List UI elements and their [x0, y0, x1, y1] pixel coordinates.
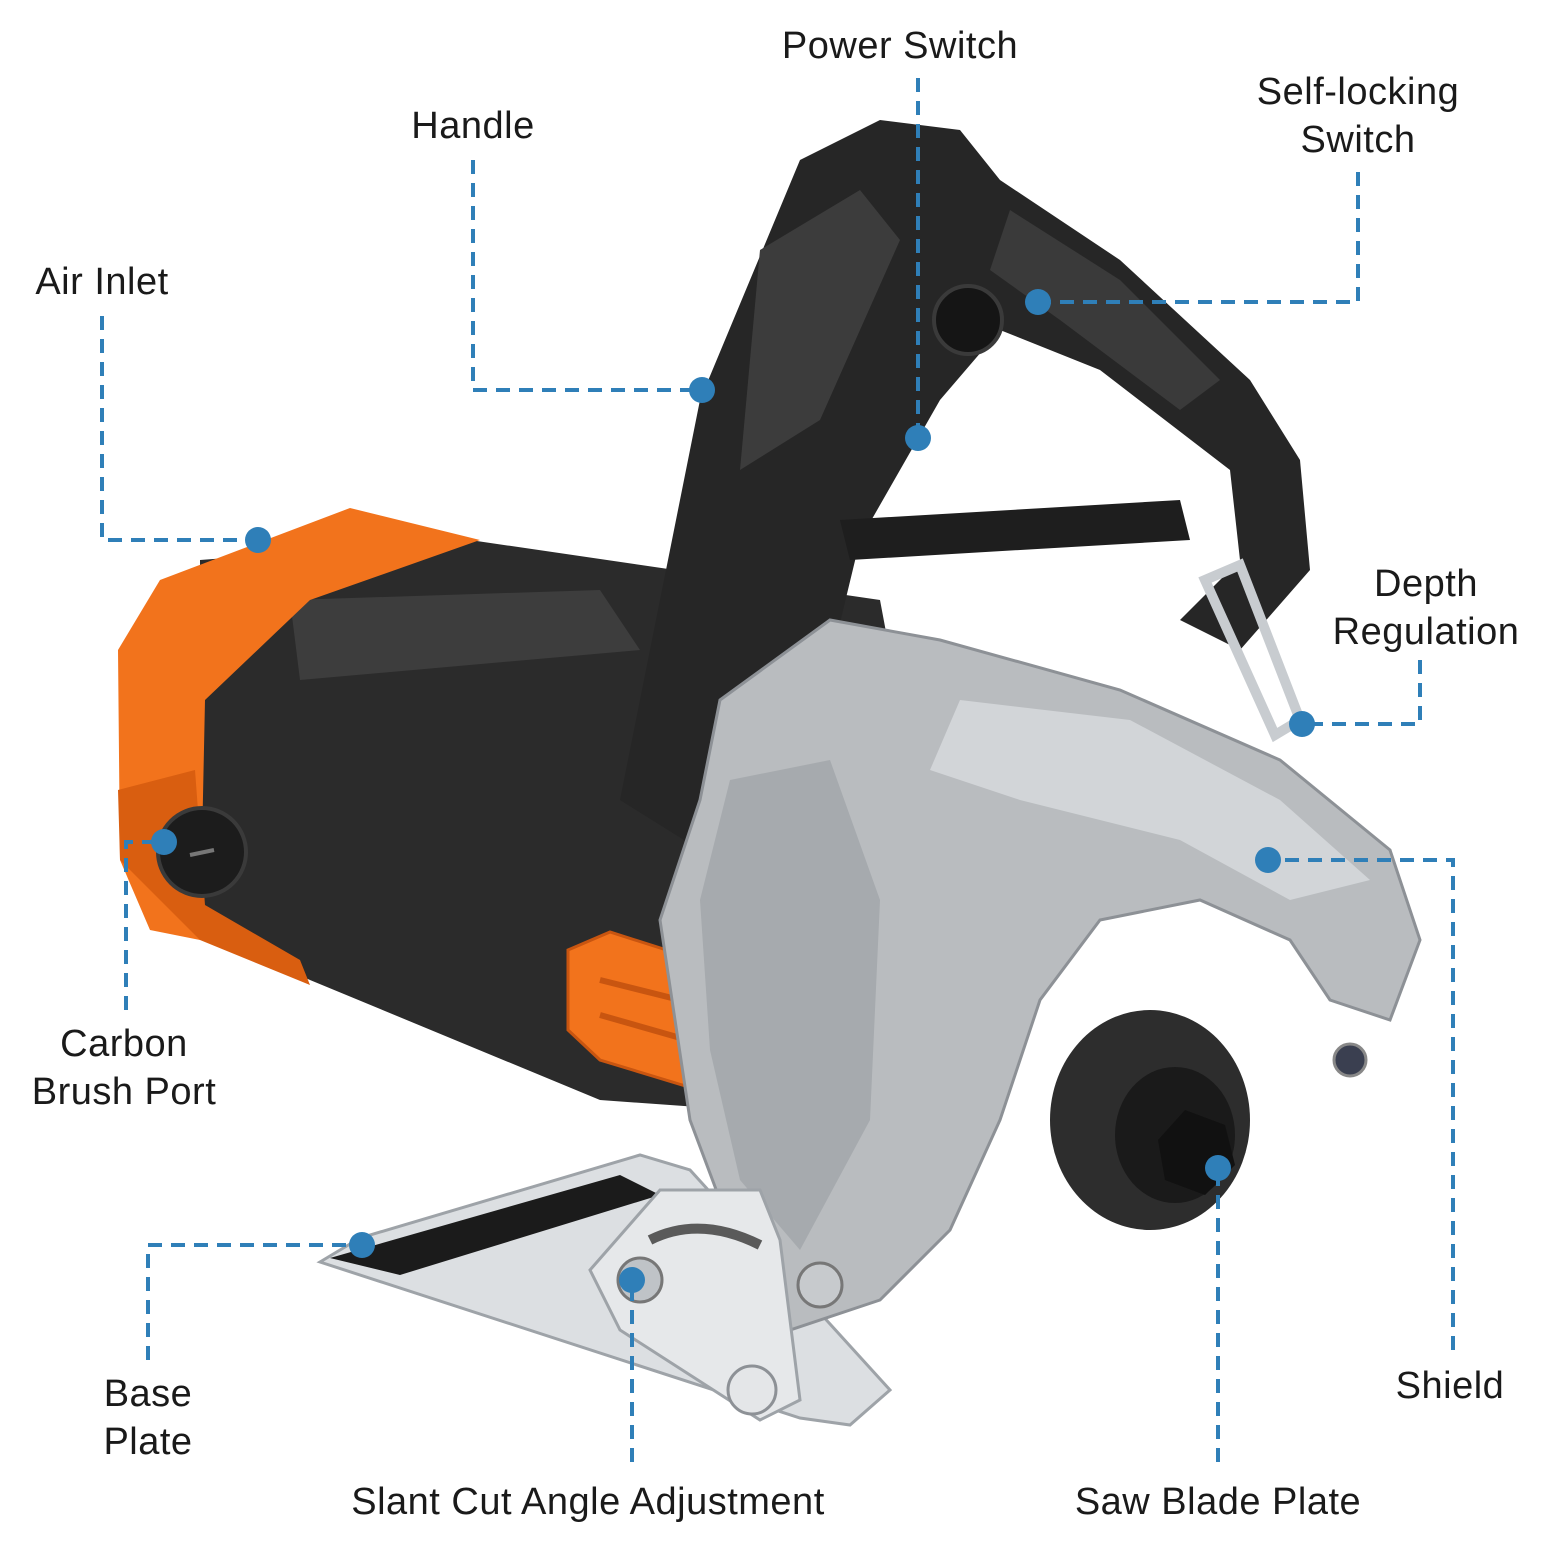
- handle-crossbar: [840, 500, 1190, 560]
- handle-grip-highlight: [740, 190, 900, 470]
- handle-marker-dot: [689, 377, 715, 403]
- housing-front-face: [700, 760, 880, 1250]
- base-plate-label-line: Base: [103, 1373, 193, 1415]
- shield-leader-line: [1268, 858, 1455, 1350]
- depth-regulation-leader-line: [1302, 660, 1422, 726]
- base-plate-shadow: [330, 1175, 660, 1275]
- angle-adjust-slot: [647, 1223, 763, 1250]
- plate-rivet: [726, 1364, 778, 1416]
- self-locking-switch-label-line: Switch: [1300, 119, 1416, 161]
- shield-marker-dot: [1255, 847, 1281, 873]
- saw-blade-plate-marker-dot: [1205, 1155, 1231, 1181]
- base-plate-label-line: Plate: [103, 1421, 193, 1463]
- air-inlet-marker-dot: [245, 527, 271, 553]
- base-plate-leader-line: [146, 1243, 362, 1360]
- angle-adjust-bracket: [588, 1188, 802, 1422]
- carbon-brush-slot: [189, 848, 215, 857]
- motor-body-highlight: [290, 590, 640, 680]
- air-inlet-leader-line: [100, 316, 258, 542]
- carbon-brush-port-label-line: Brush Port: [31, 1071, 217, 1113]
- shield-label: Shield: [1396, 1362, 1505, 1410]
- orange-end-cap: [118, 508, 480, 940]
- shield-label-line: Shield: [1395, 1365, 1505, 1407]
- carbon-brush-port-marker-dot: [151, 829, 177, 855]
- housing-screw: [796, 1261, 844, 1309]
- callout-leaders: [100, 78, 1455, 1462]
- base-plate-marker-dot: [349, 1232, 375, 1258]
- slant-cut-angle-adjustment-label-line: Slant Cut Angle Adjustment: [351, 1481, 825, 1523]
- handle-leader-line: [471, 160, 702, 392]
- shield-bolt: [1332, 1042, 1368, 1078]
- power-switch-label-line: Power Switch: [781, 25, 1019, 67]
- handle-label: Handle: [411, 102, 534, 150]
- saw-blade-plate-label-line: Saw Blade Plate: [1074, 1481, 1362, 1523]
- air-inlet-label-line: Air Inlet: [35, 261, 169, 303]
- depth-regulation-label-line: Depth: [1374, 563, 1478, 605]
- depth-regulation-marker-dot: [1289, 711, 1315, 737]
- power-switch-marker-dot: [905, 425, 931, 451]
- slant-cut-angle-adjustment-label: Slant Cut Angle Adjustment: [351, 1478, 825, 1526]
- saw-blade-plate-label: Saw Blade Plate: [1075, 1478, 1361, 1526]
- handle-label-line: Handle: [411, 105, 535, 147]
- carbon-brush-port-label-line: Carbon: [60, 1023, 188, 1065]
- handle-grip-highlight-2: [990, 210, 1220, 410]
- self-locking-button: [932, 284, 1004, 356]
- self-locking-switch-label-line: Self-locking: [1256, 71, 1460, 113]
- self-locking-switch-marker-dot: [1025, 289, 1051, 315]
- air-inlet-label: Air Inlet: [35, 258, 168, 306]
- power-switch-label: Power Switch: [782, 22, 1018, 70]
- slant-cut-angle-adjustment-marker-dot: [619, 1267, 645, 1293]
- depth-regulation-label-line: Regulation: [1332, 611, 1520, 653]
